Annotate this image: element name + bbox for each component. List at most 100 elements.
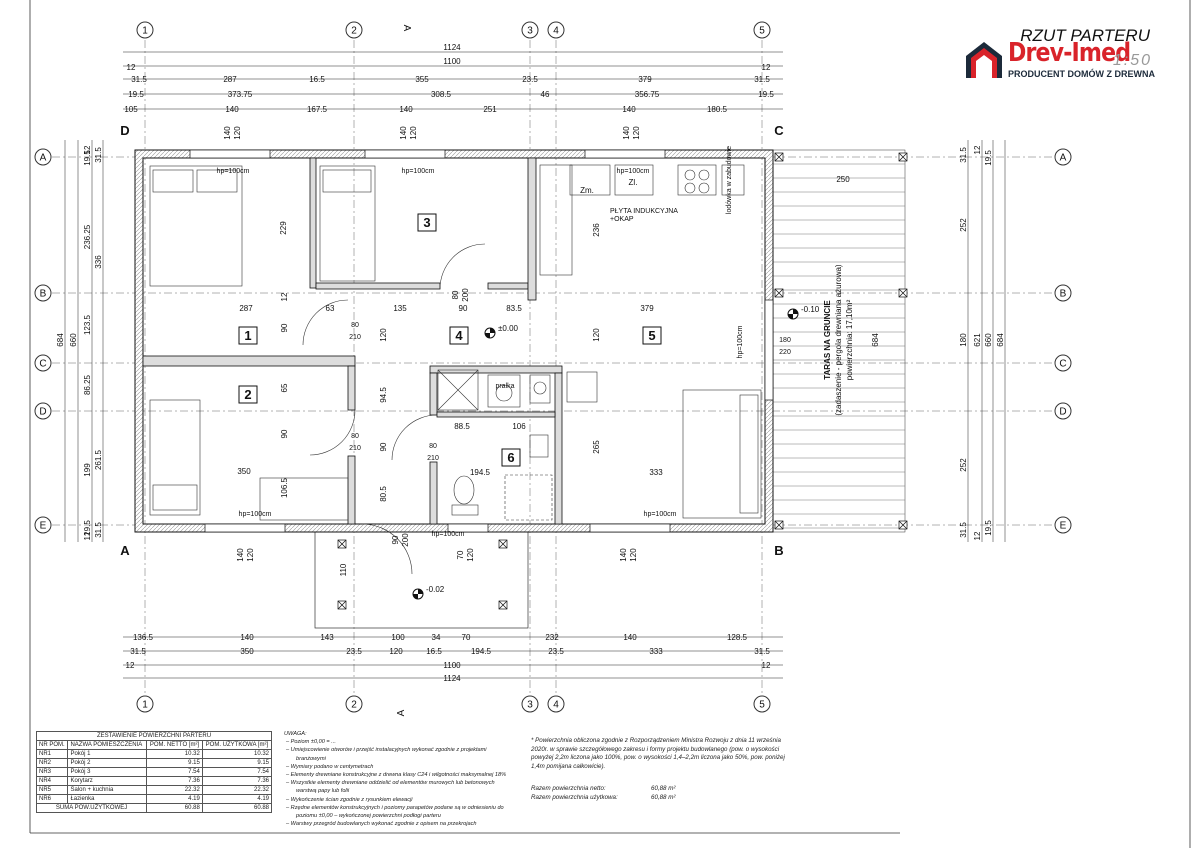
dimension-bottom: 128.5 [727,633,748,642]
net-area-value: 60,88 m² [651,785,676,792]
table-cell: NR1 [35,749,69,759]
line [337,539,347,549]
window-width-label: 140 [619,548,628,562]
usable-area-value: 60,88 m² [651,793,676,801]
dimension-top: 46 [541,90,550,99]
axis-label-row: C [1059,359,1066,370]
dimension-bottom: 140 [623,633,637,642]
room-number: 5 [648,328,655,343]
door-height-label: 200 [461,288,470,302]
dimension-left: 31.5 [94,522,103,538]
dimension-bottom: 194.5 [471,647,492,656]
dimension-interior: 236 [592,223,601,237]
table-cell: Pokój 1 [67,749,148,759]
table-cell: 7.54 [146,767,203,777]
dimension-interior: 90 [280,323,289,332]
sill-height-label: hp=100cm [617,168,650,175]
axis-bubble [34,516,52,534]
notes-heading: UWAGA: [284,731,307,737]
door-height-label: 220 [779,349,791,356]
dimension-bottom: 350 [240,647,254,656]
total-label: SUMA POW.UŻYTKOWEJ [35,803,148,813]
dimension-bottom: 120 [389,647,403,656]
section-mark-label: A [401,25,412,32]
dimension-left: 19.5 [83,520,92,536]
note-item: Elementy drewniane konstrukcyjne z drewn… [291,771,509,779]
dimension-top: 373.75 [228,90,253,99]
axis-label-row: B [40,289,47,300]
sink-label: Zl. [629,178,638,187]
note-item: Warstwy przegród budowlanych wykonać zgo… [291,820,509,828]
dimension-top: 379 [638,75,652,84]
window-height-label: 120 [629,548,638,562]
dimension-interior: 194.5 [470,468,491,477]
axis-bubble [345,695,363,713]
dimension-right: 684 [996,333,1005,347]
line [498,539,508,549]
fridge-label: lodówka w zabudowie [726,146,733,214]
axis-label-column: 4 [553,700,559,711]
axis-label-row: A [1060,153,1067,164]
dimension-left: 261.5 [94,449,103,470]
footnote-text: * Powierzchnia obliczona zgodnie z Rozpo… [531,737,785,770]
dimension-interior: 120 [592,328,601,342]
line [774,152,784,162]
dimension-top: 16.5 [309,75,325,84]
room-number-box [417,213,437,232]
dimension-right: 252 [959,458,968,472]
dimension-top: 31.5 [131,75,147,84]
exterior-walls [134,149,774,533]
dimension-interior: 94.5 [379,387,388,403]
dimension-top: 140 [225,105,239,114]
dimension-interior: 90 [459,304,468,313]
dimension-bottom: 23.5 [346,647,362,656]
entrance-porch [314,531,529,629]
room-number-box [238,326,258,345]
dimension-interior: 65 [280,383,289,392]
dimension-right: 12 [973,531,982,540]
room-number: 1 [244,328,251,343]
corner-label: A [120,543,130,558]
table-cell: NR2 [35,758,69,768]
table-cell: 10.32 [201,749,273,759]
table-cell: 9.15 [146,758,203,768]
table-title: ZESTAWIENIE POWIERZCHNI PARTERU [36,731,272,741]
room-number-box [642,326,662,345]
window-width-label: 140 [622,126,631,140]
table-cell: Pokój 2 [67,758,148,768]
note-item: Rzędne elementów konstrukcyjnych i pozio… [291,804,509,820]
dimension-right: 31.5 [959,147,968,163]
area-table: ZESTAWIENIE POWIERZCHNI PARTERU NR POM. … [35,731,273,813]
door-width-label: 80 [351,322,359,329]
dimension-interior: 88.5 [454,422,470,431]
dimension-bottom: 12 [762,661,771,670]
line [898,520,908,530]
line [898,152,908,162]
hob-label: PŁYTA INDUKCYJNA [610,208,678,215]
table-cell: 22.32 [201,785,273,795]
line [337,600,347,610]
dimension-top: 355 [415,75,429,84]
table-cell: 22.32 [146,785,203,795]
room-number: 3 [423,215,430,230]
axis-bubble [1054,284,1072,302]
axis-label-column: 1 [142,26,148,37]
axis-label-row: B [1060,289,1067,300]
room-number: 6 [507,450,514,465]
dimension-bottom: 1100 [443,661,461,670]
door-width-label: 90 [391,535,400,544]
terrace-area: powierzchnia: 17,10m² [845,299,854,380]
room-number-box [238,385,258,404]
dimension-left: 684 [56,333,65,347]
brand-name: Drev-Imed [1008,38,1131,68]
dimension-top: 12 [762,63,771,72]
table-header: POM. UŻYTKOWA [m²] [201,740,273,750]
dimension-interior: 250 [836,175,850,184]
dimension-right: 180 [959,333,968,347]
note-item: Wymiary podano w centymetrach [291,763,509,771]
table-cell: NR3 [35,767,69,777]
